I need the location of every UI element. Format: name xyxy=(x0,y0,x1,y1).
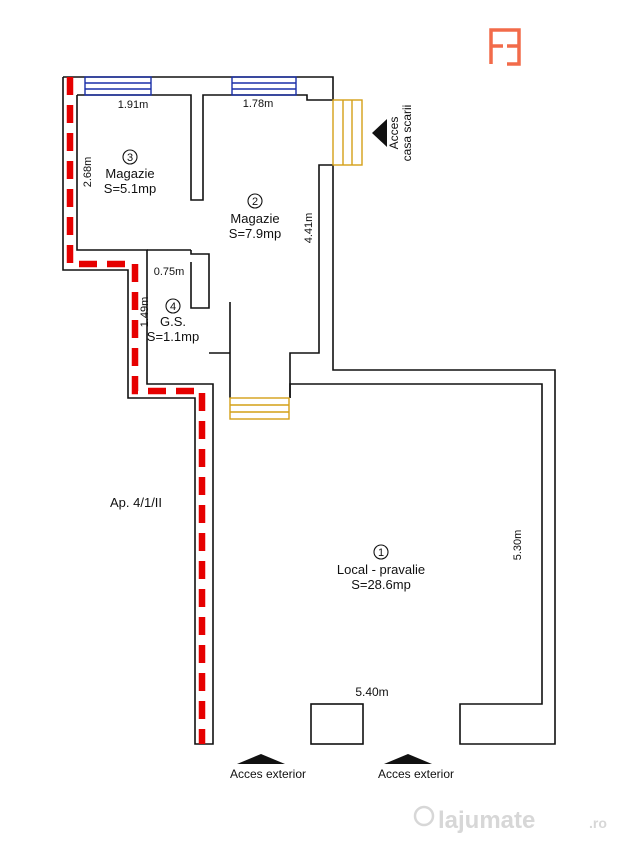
dimension-7: 5.30m xyxy=(512,530,524,561)
room-2-marker-icon xyxy=(247,193,263,209)
staircase-label-line2: casa scarii xyxy=(400,105,414,162)
room-2-name: Magazie xyxy=(230,211,279,226)
access-right-label: Acces exterior xyxy=(378,767,454,781)
room-4-name: G.S. xyxy=(160,314,186,329)
dimension-2: 1.78m xyxy=(243,98,274,110)
dimension-5: 0.75m xyxy=(154,266,185,278)
dimension-1: 1.91m xyxy=(118,99,149,111)
room-3-marker-icon xyxy=(122,149,138,165)
brand-logo-icon xyxy=(489,28,521,66)
party-wall-dashes xyxy=(66,77,206,744)
dimension-4: 4.41m xyxy=(303,213,315,244)
window-left-icon xyxy=(84,76,152,96)
watermark-suffix: .ro xyxy=(589,815,607,831)
dimension-8: 5.40m xyxy=(355,685,388,699)
access-left-label: Acces exterior xyxy=(230,767,306,781)
staircase-arrow-icon xyxy=(372,119,387,147)
room-4-number: 4 xyxy=(170,301,176,313)
room-1-marker-icon xyxy=(373,544,389,560)
room-3-area: S=5.1mp xyxy=(104,181,156,196)
shop-door-icon xyxy=(229,397,290,420)
dimension-3: 2.68m xyxy=(82,157,94,188)
room-1-number: 1 xyxy=(378,547,384,559)
room-4-marker-icon xyxy=(165,298,181,314)
room-1-area: S=28.6mp xyxy=(351,577,411,592)
window-right-icon xyxy=(231,76,297,96)
access-left-arrow-icon xyxy=(237,754,285,764)
watermark-icon xyxy=(413,805,435,827)
dimension-6: 1.49m xyxy=(139,297,151,328)
apartment-label: Ap. 4/1/II xyxy=(110,495,162,510)
room-3-name: Magazie xyxy=(105,166,154,181)
room-2-area: S=7.9mp xyxy=(229,226,281,241)
room-4-area: S=1.1mp xyxy=(147,329,199,344)
staircase-label-line1: Acces xyxy=(387,117,401,150)
staircase-door-icon xyxy=(332,99,363,166)
watermark: lajumate .ro xyxy=(413,805,607,834)
room-1-name: Local - pravalie xyxy=(337,562,425,577)
walls xyxy=(62,76,556,745)
room-2-number: 2 xyxy=(252,196,258,208)
watermark-text: lajumate xyxy=(438,807,535,834)
room-3-number: 3 xyxy=(127,152,133,164)
access-right-arrow-icon xyxy=(384,754,432,764)
